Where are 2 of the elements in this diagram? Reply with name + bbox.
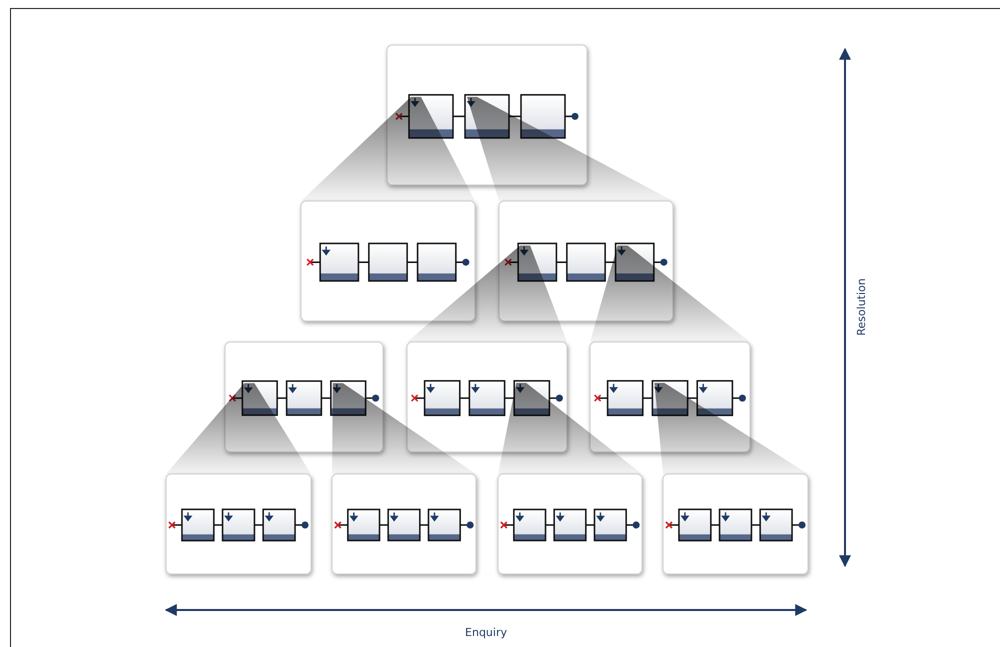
axis-label: Resolution xyxy=(855,278,869,336)
axis-label: Enquiry xyxy=(465,626,507,640)
